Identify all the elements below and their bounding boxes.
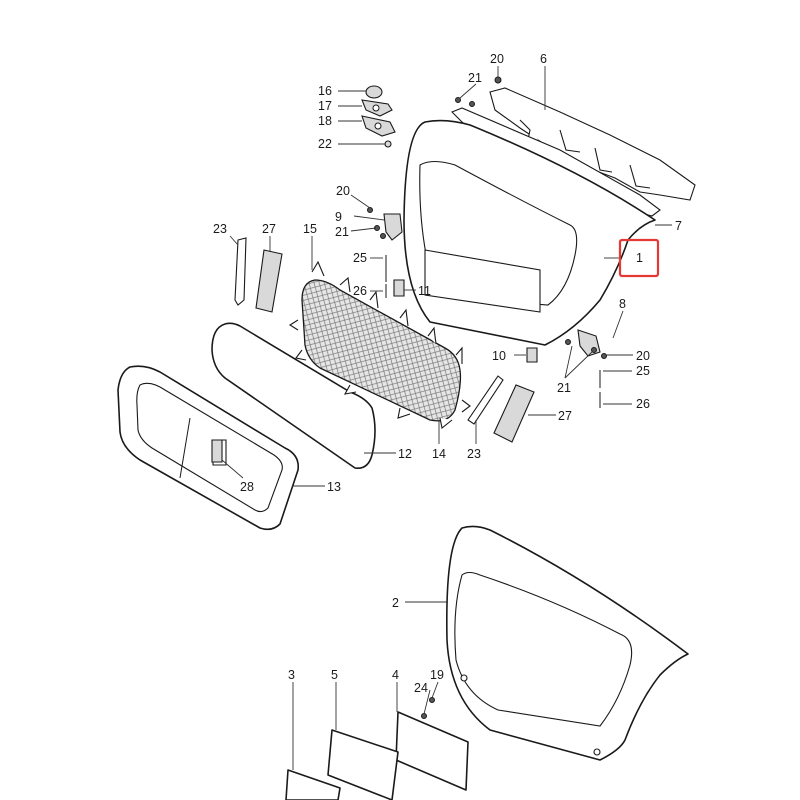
callout-27-right: 27 (558, 409, 572, 423)
callout-6: 6 (540, 52, 547, 66)
part-27-right-cover (493, 384, 535, 443)
callout-2: 2 (392, 596, 399, 610)
callout-13: 13 (327, 480, 341, 494)
callout-15: 15 (303, 222, 317, 236)
callout-17: 17 (318, 99, 332, 113)
callout-25-right: 25 (636, 364, 650, 378)
callout-20-right: 20 (636, 349, 650, 363)
callout-7: 7 (675, 219, 682, 233)
part-27-left-cover (255, 249, 283, 313)
part-13-grille-frame (117, 365, 300, 531)
callout-4: 4 (392, 668, 399, 682)
callout-23-left: 23 (213, 222, 227, 236)
callout-12: 12 (398, 447, 412, 461)
highlight-box (618, 238, 660, 278)
callout-10: 10 (492, 349, 506, 363)
callout-21-right: 21 (557, 381, 571, 395)
leader-lines (221, 66, 672, 770)
callout-21-top: 21 (468, 71, 482, 85)
callout-26-left: 26 (353, 284, 367, 298)
callout-8: 8 (619, 297, 626, 311)
callout-1: 1 (636, 251, 643, 265)
callout-11: 11 (418, 284, 431, 298)
part-1-lid-outer (403, 119, 656, 346)
part-3-plate (285, 769, 341, 800)
callout-27-left: 27 (262, 222, 276, 236)
callout-28: 28 (240, 480, 254, 494)
part-2-lid-inner (445, 525, 689, 761)
callout-5: 5 (331, 668, 338, 682)
hardware-group (211, 76, 607, 719)
callout-9: 9 (335, 210, 342, 224)
part-23-left-trim (234, 237, 247, 306)
part-23-right-trim (467, 375, 504, 425)
part-5-plate (327, 729, 399, 800)
callout-16: 16 (318, 84, 332, 98)
part-12-grille-panel (211, 322, 376, 470)
part-4-plate (395, 711, 469, 791)
callout-22: 22 (318, 137, 332, 151)
callout-3: 3 (288, 668, 295, 682)
callout-20-left: 20 (336, 184, 350, 198)
callout-labels: 1 2 3 4 5 6 7 8 9 10 11 12 13 14 15 16 1… (213, 52, 682, 695)
callout-20-top: 20 (490, 52, 504, 66)
callout-24: 24 (414, 681, 428, 695)
callout-14: 14 (432, 447, 446, 461)
part-6-reinforcement (489, 87, 696, 201)
callout-23-right: 23 (467, 447, 481, 461)
callout-21-left: 21 (335, 225, 349, 239)
callout-26-right: 26 (636, 397, 650, 411)
callout-18: 18 (318, 114, 332, 128)
part-14-mesh-grille (288, 260, 471, 429)
callout-19: 19 (430, 668, 444, 682)
callout-25-left: 25 (353, 251, 367, 265)
